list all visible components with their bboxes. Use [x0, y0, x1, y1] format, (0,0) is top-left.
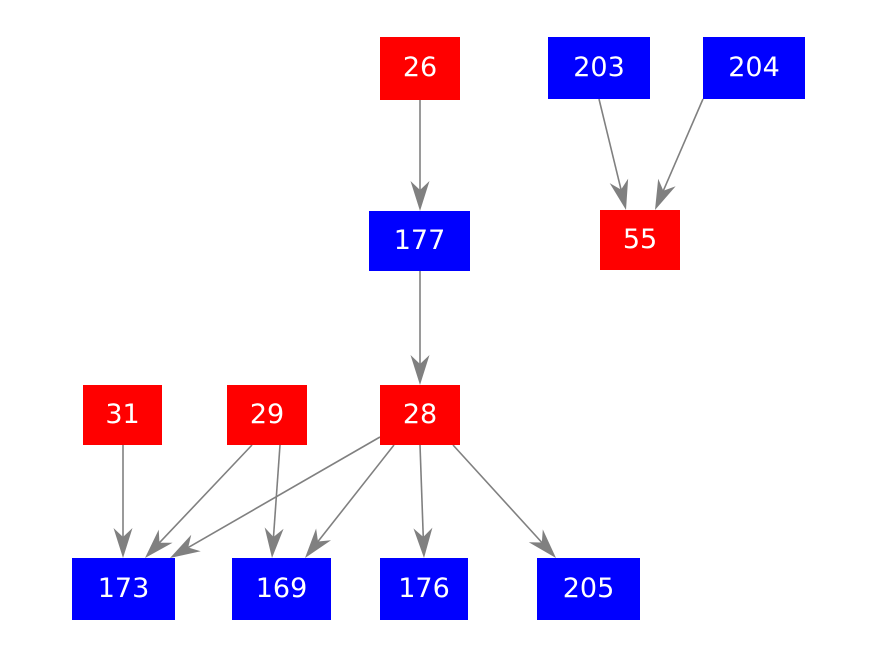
graph-edge [598, 98, 629, 210]
edge-arrowhead [264, 527, 284, 558]
node-label: 205 [562, 572, 615, 604]
graph-node-29[interactable]: 29 [227, 385, 307, 445]
edge-arrowhead [413, 527, 433, 558]
graph-edge [413, 444, 433, 558]
edge-arrowhead [655, 178, 676, 210]
graph-node-176[interactable]: 176 [380, 558, 468, 620]
node-label: 176 [398, 572, 450, 604]
edge-arrowhead [410, 355, 430, 385]
edge-line [185, 436, 381, 550]
graph-node-173[interactable]: 173 [72, 558, 175, 620]
node-label: 28 [402, 398, 438, 430]
edge-line [661, 98, 704, 194]
graph-edge [655, 98, 704, 210]
graph-node-203[interactable]: 203 [548, 37, 650, 99]
edge-arrowhead [410, 181, 430, 211]
graph-edge [410, 100, 430, 211]
graph-edge [305, 444, 395, 558]
graph-edge [410, 271, 430, 385]
node-label: 29 [249, 398, 285, 430]
edge-line [272, 444, 281, 540]
edge-arrowhead [113, 528, 133, 558]
graph-node-26[interactable]: 26 [380, 37, 460, 100]
graph-node-31[interactable]: 31 [83, 385, 162, 445]
node-label: 203 [573, 51, 625, 83]
graph-node-28[interactable]: 28 [380, 385, 460, 445]
graph-edge [113, 445, 133, 558]
edge-line [157, 444, 253, 546]
graph-edge [170, 436, 381, 558]
graph-node-169[interactable]: 169 [232, 558, 331, 620]
edge-arrowhead [305, 528, 332, 558]
edge-line [598, 98, 623, 193]
edge-line [315, 444, 395, 545]
graph-edge [264, 444, 284, 558]
node-label: 173 [97, 572, 150, 604]
node-label: 204 [728, 51, 780, 83]
node-label: 31 [105, 398, 140, 430]
edge-arrowhead [170, 534, 201, 558]
node-label: 177 [393, 224, 446, 256]
graph-edge [145, 444, 253, 558]
node-label: 55 [622, 223, 658, 255]
graph-node-177[interactable]: 177 [369, 211, 470, 271]
node-label: 169 [255, 572, 308, 604]
graph-node-55[interactable]: 55 [600, 210, 680, 270]
graph-edge [452, 444, 556, 558]
edge-arrowhead [145, 529, 173, 558]
edge-arrowhead [609, 178, 629, 210]
edge-arrowhead [528, 529, 556, 558]
node-label: 26 [402, 52, 438, 83]
graph-node-205[interactable]: 205 [537, 558, 640, 620]
graph-node-204[interactable]: 204 [703, 37, 805, 99]
edge-line [419, 444, 425, 540]
edge-line [452, 444, 545, 545]
